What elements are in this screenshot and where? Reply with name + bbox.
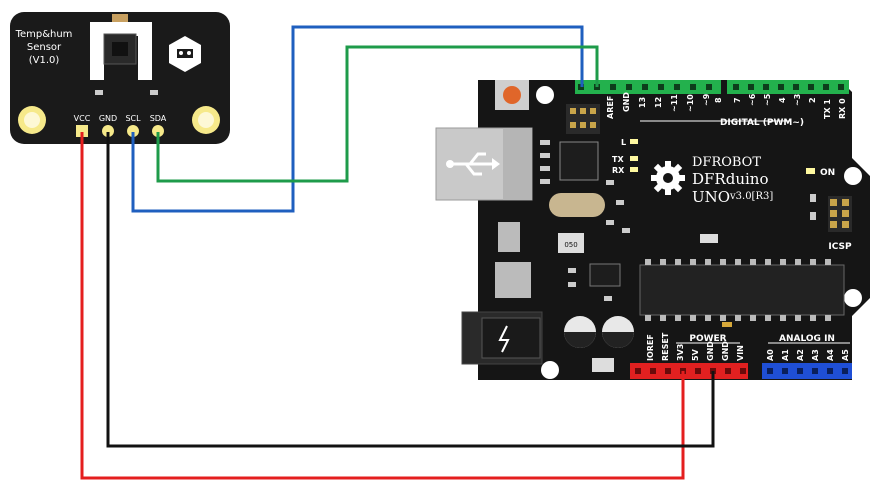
model2-label: UNO xyxy=(692,188,730,206)
power-label: POWER xyxy=(689,334,726,344)
sensor-pin-scl xyxy=(127,125,139,137)
pin-label-3v3: 3V3 xyxy=(676,344,685,361)
sensor-pin-label-scl: SCL xyxy=(125,114,141,123)
pin-label-13: 13 xyxy=(638,97,647,108)
pin-label-vin: VIN xyxy=(736,345,745,361)
sensor-pin-label-sda: SDA xyxy=(150,114,167,123)
smd-chip-marking: 050 xyxy=(564,241,577,249)
crystal xyxy=(549,193,605,217)
atmega-chip xyxy=(639,264,845,316)
pin-label-gnd-1: GND xyxy=(706,341,715,361)
led-l xyxy=(630,139,638,144)
smd-resistor-2 xyxy=(150,90,158,95)
wire-scl xyxy=(131,25,584,213)
regulator-1 xyxy=(498,222,520,252)
pin-label-ioref: IOREF xyxy=(646,334,655,361)
lightning-icon xyxy=(498,325,510,353)
pin-label-a3: A3 xyxy=(811,349,820,361)
sensor-pin-sda xyxy=(152,125,164,137)
pin-label-9: ~9 xyxy=(702,93,711,106)
pin-label-3: ~3 xyxy=(793,94,802,106)
pin-label-a1: A1 xyxy=(781,349,790,361)
wires xyxy=(80,25,715,480)
pin-label-a2: A2 xyxy=(796,349,805,361)
wire-vcc-5v xyxy=(80,132,685,480)
pin-label-8: 8 xyxy=(714,97,723,103)
diode xyxy=(592,358,614,372)
pin-label-gnd: GND xyxy=(622,92,631,112)
digital-pin-labels: AREF GND 13 12 ~11 ~10 ~9 8 7 ~6 ~5 4 ~3… xyxy=(606,92,847,119)
led-rx-label: RX xyxy=(612,166,625,175)
power-header xyxy=(630,363,748,379)
smd-chip-050 xyxy=(558,233,584,253)
smd-component xyxy=(700,234,718,243)
usb-isp-header xyxy=(566,104,600,134)
pin-label-12: 12 xyxy=(654,97,663,108)
usb-icon xyxy=(450,152,492,176)
pin-label-5v: 5V xyxy=(691,348,700,361)
board-hole-3 xyxy=(844,289,862,307)
pin-label-a4: A4 xyxy=(826,349,835,361)
temp-hum-sensor-module: Temp&hum Sensor (V1.0) VCC GND SCL SDA xyxy=(10,12,230,144)
model-label: DFRduino xyxy=(692,170,768,188)
icsp-label: ICSP xyxy=(828,242,852,252)
regulator-2 xyxy=(495,262,531,298)
pin-label-rx0: RX 0 xyxy=(838,98,847,119)
atmega-pins xyxy=(645,259,831,321)
dfrduino-uno-board: 050 ICSP ON xyxy=(435,80,870,380)
board-hole-2 xyxy=(844,167,862,185)
led-tx-label: TX xyxy=(612,155,624,164)
icsp-header xyxy=(828,196,852,232)
pin-label-a5: A5 xyxy=(841,349,850,361)
brand-label: DFROBOT xyxy=(692,155,761,170)
sensor-component xyxy=(112,14,128,22)
sensor-pin-gnd xyxy=(102,125,114,137)
pin-label-2: 2 xyxy=(808,97,817,103)
version-label: v3.0[R3] xyxy=(729,191,773,202)
digital-header xyxy=(575,80,849,94)
op-amp xyxy=(589,263,621,287)
usb-chip xyxy=(559,141,599,181)
analog-label: ANALOG IN xyxy=(779,334,835,344)
analog-pin-labels: A0 A1 A2 A3 A4 A5 xyxy=(766,349,850,361)
led-rx xyxy=(630,167,638,172)
pin-label-tx1: TX 1 xyxy=(823,99,832,119)
pin-label-10: ~10 xyxy=(686,94,695,112)
sensor-pin-label-gnd: GND xyxy=(99,114,117,123)
sensor-chip-core xyxy=(112,42,128,56)
sensor-title-line3: (V1.0) xyxy=(29,55,60,66)
on-label: ON xyxy=(820,168,835,178)
analog-header xyxy=(762,363,852,379)
wire-sda xyxy=(156,45,599,183)
pin-label-4: 4 xyxy=(778,97,787,103)
power-pin-labels: IOREF RESET 3V3 5V GND GND VIN xyxy=(646,332,745,361)
board-hole-1 xyxy=(536,86,554,104)
pin-label-a0: A0 xyxy=(766,349,775,361)
pin-label-5: ~5 xyxy=(763,93,772,106)
pin-label-11: ~11 xyxy=(670,94,679,112)
dfrobot-gear-icon xyxy=(651,161,685,195)
pin-label-aref: AREF xyxy=(606,96,615,119)
dfrobot-logo-icon xyxy=(169,36,201,72)
on-led xyxy=(806,168,815,174)
led-tx xyxy=(630,156,638,161)
pin-label-gnd-2: GND xyxy=(721,341,730,361)
sensor-pin-label-vcc: VCC xyxy=(74,114,91,123)
sensor-pin-vcc xyxy=(76,125,88,137)
usb-connector xyxy=(435,127,533,201)
smd-resistor-1 xyxy=(95,90,103,95)
wire-gnd-gnd xyxy=(106,132,715,448)
led-l-label: L xyxy=(621,138,626,147)
pin-label-reset: RESET xyxy=(661,332,670,361)
sensor-title-line2: Sensor xyxy=(27,42,62,53)
digital-label: DIGITAL (PWM~) xyxy=(720,118,804,128)
pin-label-7: 7 xyxy=(733,97,742,103)
passive-components xyxy=(540,140,816,327)
pin-label-6: ~6 xyxy=(748,93,757,106)
board-hole-4 xyxy=(541,361,559,379)
sensor-title-line1: Temp&hum xyxy=(15,29,73,40)
dc-power-jack xyxy=(461,311,543,365)
